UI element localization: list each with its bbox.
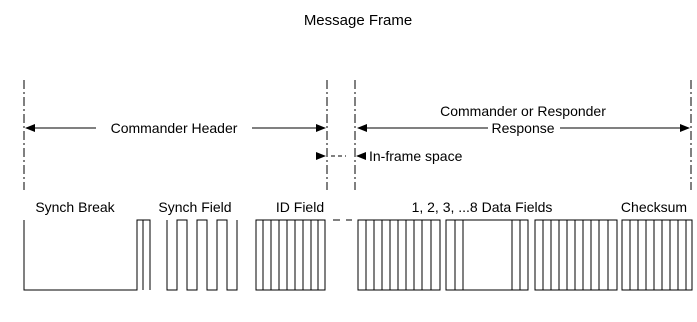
data-field-2-waveform <box>445 219 529 291</box>
data-field-3-waveform <box>534 219 618 291</box>
commander-header-span: Commander Header <box>25 120 326 136</box>
checksum-label: Checksum <box>621 199 687 215</box>
response-span: Commander or Responder Response <box>357 103 690 136</box>
data-field-1-waveform <box>357 219 441 291</box>
field-labels: Synch Break Synch Field ID Field 1, 2, 3… <box>35 199 687 215</box>
response-label-line2: Response <box>491 120 554 136</box>
id-field-waveform <box>255 219 326 291</box>
inframe-space-label: In-frame space <box>369 148 463 164</box>
synch-break-waveform <box>23 219 151 291</box>
synch-field-label: Synch Field <box>158 199 231 215</box>
synch-break-label: Synch Break <box>35 199 115 215</box>
inframe-space-indicator: In-frame space <box>316 148 463 164</box>
synch-field-waveform <box>166 219 238 291</box>
frame-boundaries <box>23 80 692 190</box>
commander-header-label: Commander Header <box>111 120 238 136</box>
response-label-line1: Commander or Responder <box>440 103 606 119</box>
diagram-title: Message Frame <box>304 12 412 29</box>
data-fields-label: 1, 2, 3, ...8 Data Fields <box>412 199 553 215</box>
id-field-label: ID Field <box>276 199 324 215</box>
waveforms <box>23 219 693 291</box>
checksum-waveform <box>621 219 693 291</box>
